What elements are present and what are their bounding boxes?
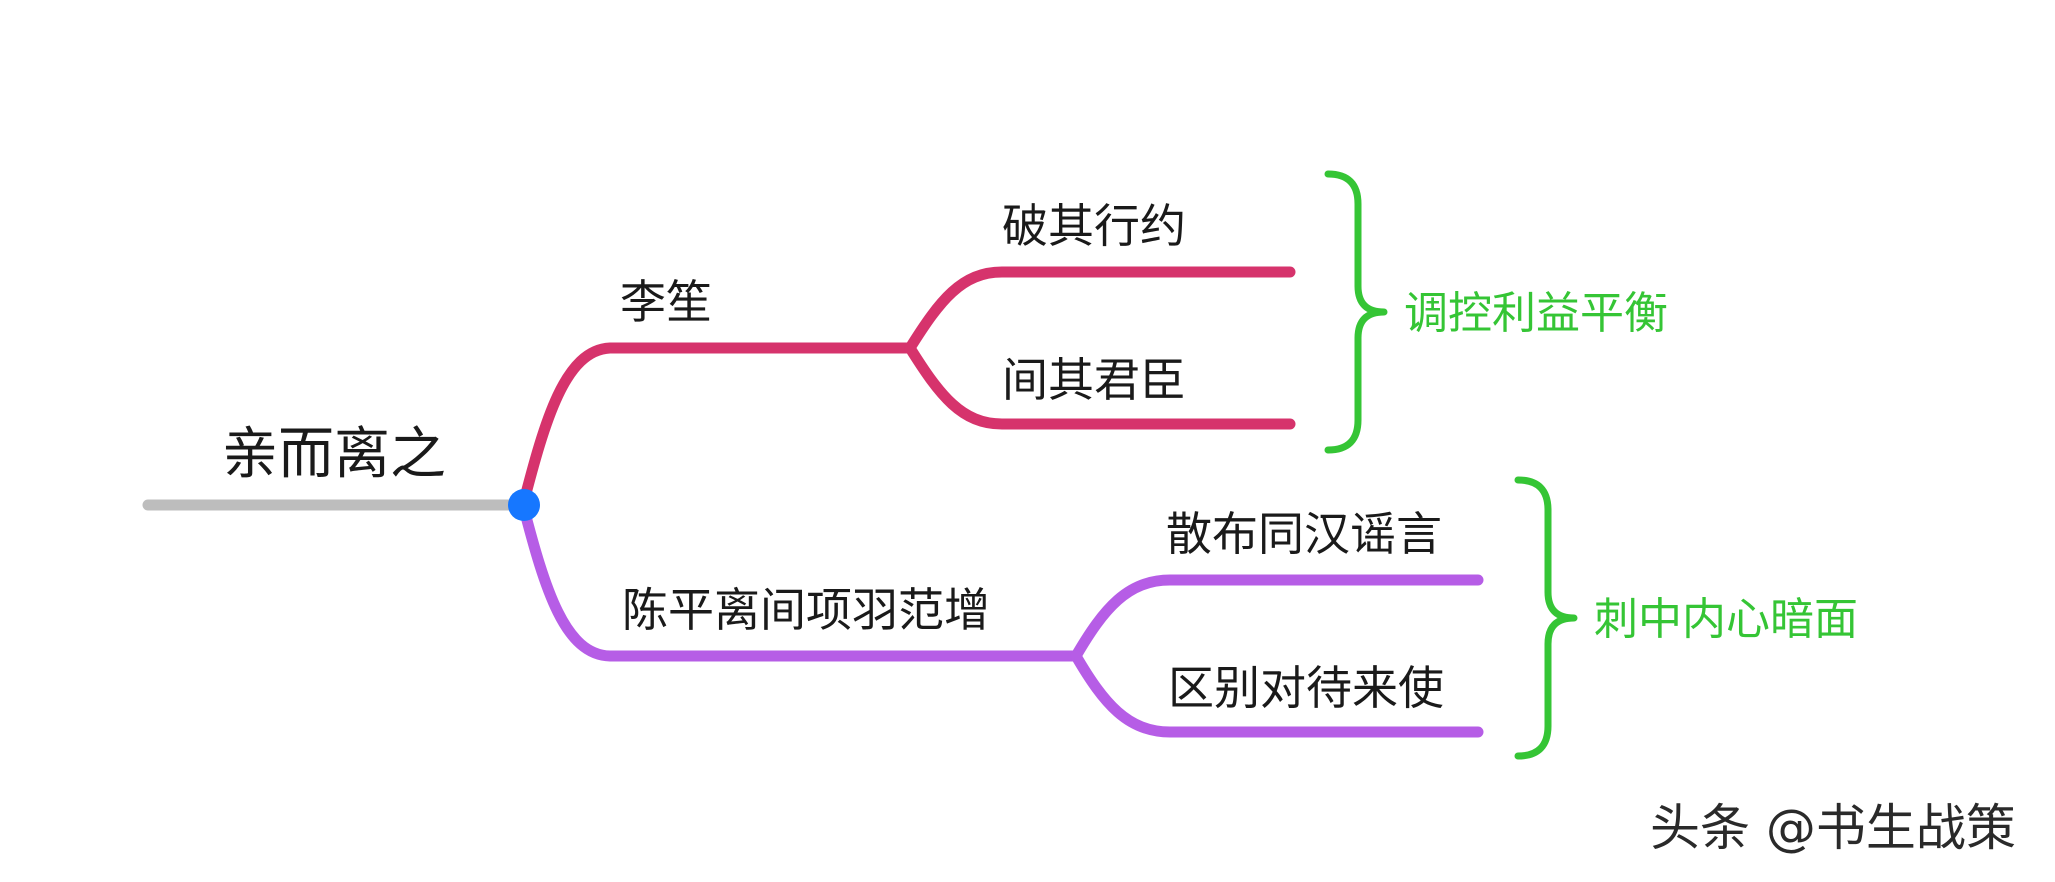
summary-1[interactable]: 调控利益平衡 xyxy=(1324,170,1668,454)
child-connector-2-1 xyxy=(1070,574,1484,662)
child-connector-1-1 xyxy=(904,266,1296,354)
branch-label-2: 陈平离间项羽范增 xyxy=(622,583,990,637)
branch-label-1: 李笙 xyxy=(620,275,712,329)
child-label-2-1: 散布同汉谣言 xyxy=(1166,507,1442,561)
summary-brace-2 xyxy=(1514,476,1578,760)
child-connector-1-2 xyxy=(904,342,1296,430)
branch-chen-ping[interactable]: 陈平离间项羽范增 散布同汉谣言 区别对待来使 xyxy=(517,499,1484,738)
summary-label-2: 刺中内心暗面 xyxy=(1594,594,1858,645)
branch-connector-1 xyxy=(517,342,916,511)
child-label-1-2: 间其君臣 xyxy=(1002,353,1186,407)
child-label-1-1: 破其行约 xyxy=(1002,199,1186,253)
summary-2[interactable]: 刺中内心暗面 xyxy=(1514,476,1858,760)
branch-li-sheng[interactable]: 李笙 破其行约 间其君臣 xyxy=(517,199,1296,511)
root-junction-dot[interactable] xyxy=(508,489,540,521)
summary-brace-1 xyxy=(1324,170,1388,454)
child-label-2-2: 区别对待来使 xyxy=(1168,661,1444,715)
root-label: 亲而离之 xyxy=(222,422,446,487)
root-node[interactable]: 亲而离之 xyxy=(142,422,529,511)
child-connector-2-2 xyxy=(1070,650,1484,738)
branch-connector-2 xyxy=(517,499,1082,662)
watermark: 头条 @书生战策 xyxy=(1650,799,2016,857)
summary-label-1: 调控利益平衡 xyxy=(1404,288,1668,339)
